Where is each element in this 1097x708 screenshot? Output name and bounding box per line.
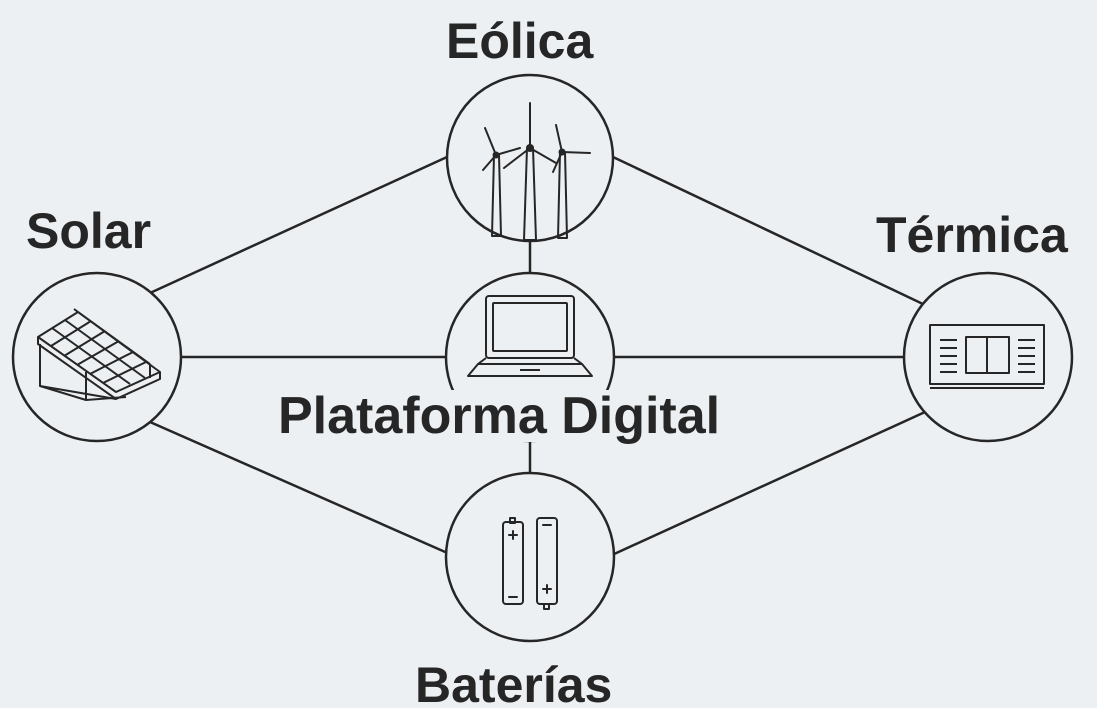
thermal-plant-icon [929,324,1045,389]
edge-baterias-termica [611,410,926,557]
batteries-icon [502,517,558,610]
edge-solar-baterias [149,420,453,557]
solar-panel-icon [37,308,161,401]
label-termica: Térmica [876,207,1068,263]
node-baterias [444,471,616,643]
node-solar [11,271,183,443]
label-plataforma-digital: Plataforma Digital [270,390,729,442]
node-eolica [445,73,615,243]
label-eolica: Eólica [446,13,594,69]
edge-eolica-termica [612,155,926,307]
laptop-icon [467,295,593,377]
label-baterias: Baterías [415,657,613,708]
label-solar: Solar [26,203,152,259]
edge-solar-eolica [149,155,448,295]
wind-turbines-icon [482,102,591,241]
connection-lines [149,155,926,557]
